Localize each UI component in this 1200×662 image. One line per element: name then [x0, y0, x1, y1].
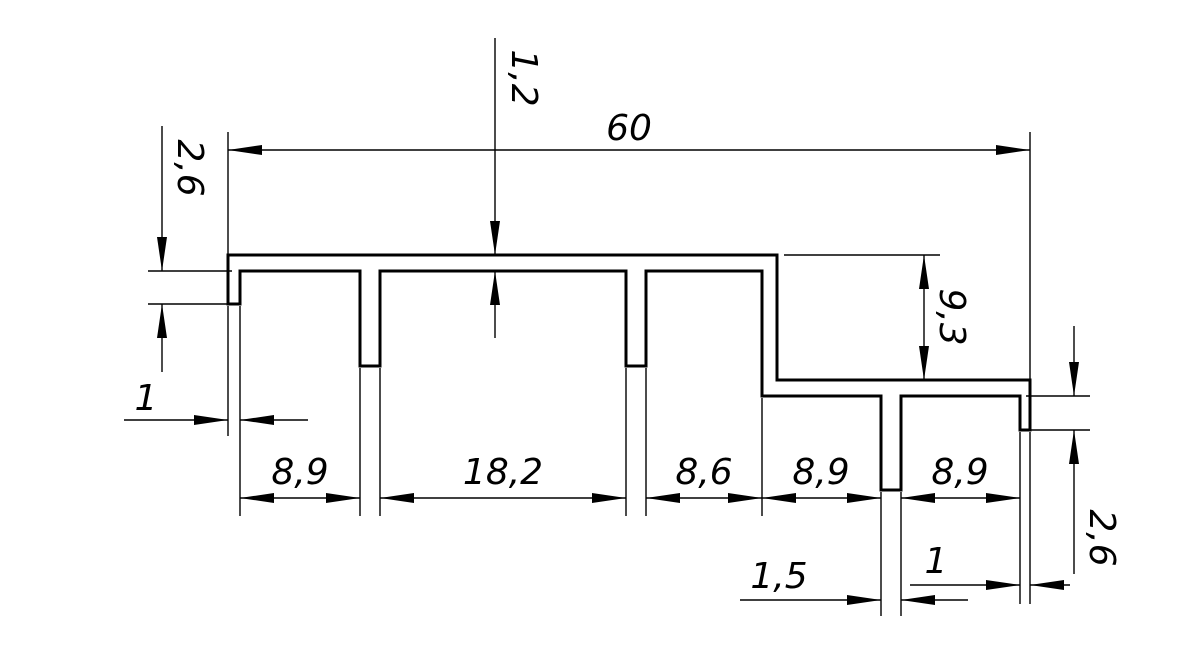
dimension-slot-5: 8,9	[901, 452, 1020, 503]
dimension-step-height: 9,3	[919, 255, 972, 380]
dimension-overall-width: 60	[228, 108, 1030, 155]
dimension-right-offset: 1	[910, 541, 1070, 590]
dimension-left-flange-height: 2,6	[157, 126, 210, 372]
dimension-slot-1: 8,9	[240, 452, 360, 503]
dimension-left-offset-label: 1	[135, 378, 158, 419]
dimension-right-offset-label: 1	[925, 541, 948, 582]
dimension-slot-4-label: 8,9	[792, 452, 849, 493]
extension-lines	[148, 132, 1090, 616]
dimension-overall-width-label: 60	[606, 108, 652, 149]
dimension-wall-thickness-label: 1,2	[503, 49, 544, 106]
dimension-slot-2-label: 18,2	[463, 452, 543, 493]
dimension-slot-3: 8,6	[646, 452, 762, 503]
dimension-wall-thickness: 1,2	[490, 38, 544, 338]
dimension-slot-2: 18,2	[380, 452, 626, 503]
dimension-slot-4: 8,9	[762, 452, 881, 503]
dimension-slot-3-label: 8,6	[675, 452, 732, 493]
dimension-right-flange-height: 2,6	[1069, 326, 1122, 574]
dimension-left-offset: 1	[124, 378, 308, 425]
dimension-slot-1-label: 8,9	[271, 452, 328, 493]
dimension-step-height-label: 9,3	[931, 288, 972, 345]
dimension-rib-width: 1,5	[740, 556, 968, 605]
aluminum-profile	[226, 253, 1032, 492]
dimension-slot-5-label: 8,9	[931, 452, 988, 493]
dimension-left-flange-height-label: 2,6	[169, 139, 210, 196]
profile-outer-edge	[226, 253, 1032, 492]
dimension-rib-width-label: 1,5	[750, 556, 807, 597]
dimension-right-flange-height-label: 2,6	[1081, 509, 1122, 566]
